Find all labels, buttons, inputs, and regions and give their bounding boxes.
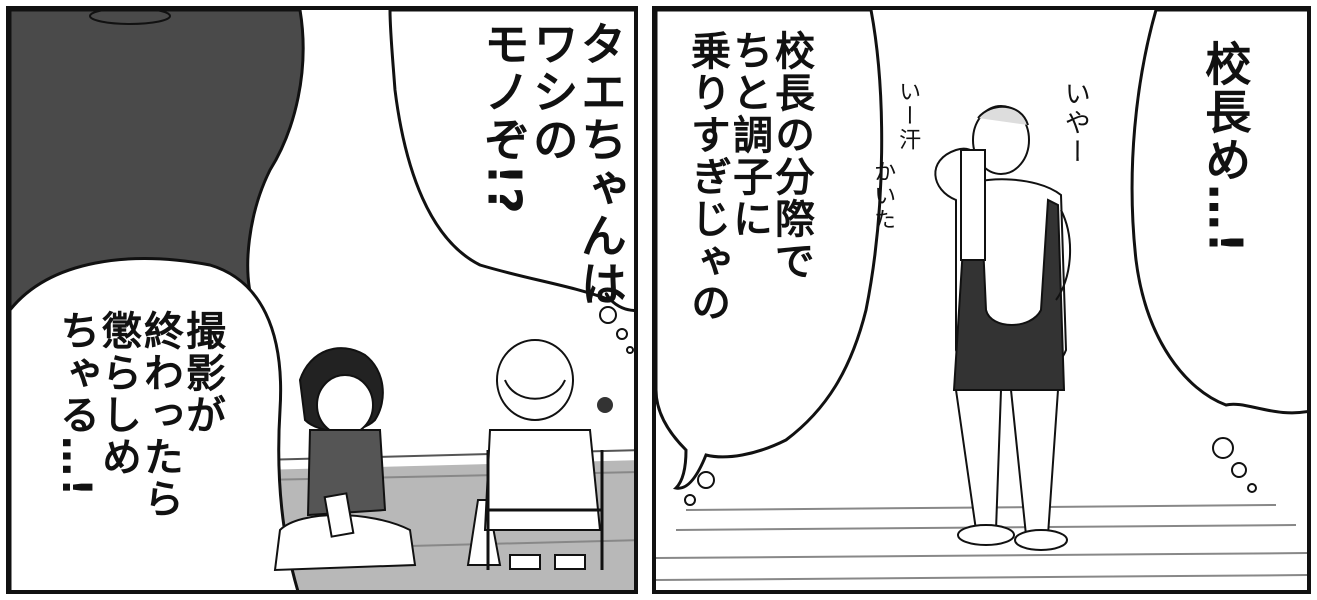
thought-dot	[1247, 483, 1257, 493]
speech-line: 懲らしめ	[95, 310, 141, 478]
thought-dot	[697, 471, 715, 489]
thought-dot	[684, 494, 696, 506]
speech-text-top: タエちゃんは ワシの モノぞ!?	[477, 20, 628, 308]
panel-left-artwork	[10, 10, 634, 590]
sfx-ase-kaita-top: いー汗	[895, 80, 921, 152]
thought-dot	[616, 328, 628, 340]
speech-line: ちと調子に	[726, 30, 772, 240]
speech-line: ワシの	[525, 20, 580, 164]
manga-panel-right: 校長め…! 校長の分際で ちと調子に 乗りすぎじゃの いやー いー汗 かいた	[652, 6, 1311, 594]
speech-line: 終わったら	[137, 310, 183, 520]
speech-text-bottom: 撮影が 終わったら 懲らしめ ちゃる…!	[53, 310, 225, 520]
thought-dot	[1231, 462, 1247, 478]
speech-line: モノぞ!?	[477, 20, 532, 216]
speech-bubble-right	[1130, 10, 1307, 415]
sfx-ase-kaita-bottom: かいた	[870, 160, 896, 232]
speech-text-right: 校長め…!	[1198, 40, 1253, 255]
speech-line: 校長め…!	[1198, 40, 1253, 255]
speech-line: 校長の分際で	[768, 30, 814, 282]
panel-right-artwork	[656, 10, 1307, 581]
thought-dot	[1212, 437, 1234, 459]
sfx-iyaa: いやー	[1060, 80, 1091, 167]
speech-line: タエちゃんは	[573, 20, 628, 308]
principal-figure	[934, 105, 1072, 551]
thought-dot	[626, 346, 634, 354]
seated-boy	[273, 347, 417, 572]
speech-bubble-left	[656, 10, 884, 490]
manga-panel-left: タエちゃんは ワシの モノぞ!? 撮影が 終わったら 懲らしめ ちゃる…!	[6, 6, 638, 594]
speech-bubble-top	[388, 10, 634, 312]
speech-line: ちゃる…!	[53, 310, 99, 499]
speech-line: 乗りすぎじゃの	[684, 30, 730, 324]
speech-line: 撮影が	[179, 310, 225, 436]
speech-text-left: 校長の分際で ちと調子に 乗りすぎじゃの	[684, 30, 814, 324]
seated-old-man	[483, 339, 613, 570]
thought-dot	[599, 306, 617, 324]
